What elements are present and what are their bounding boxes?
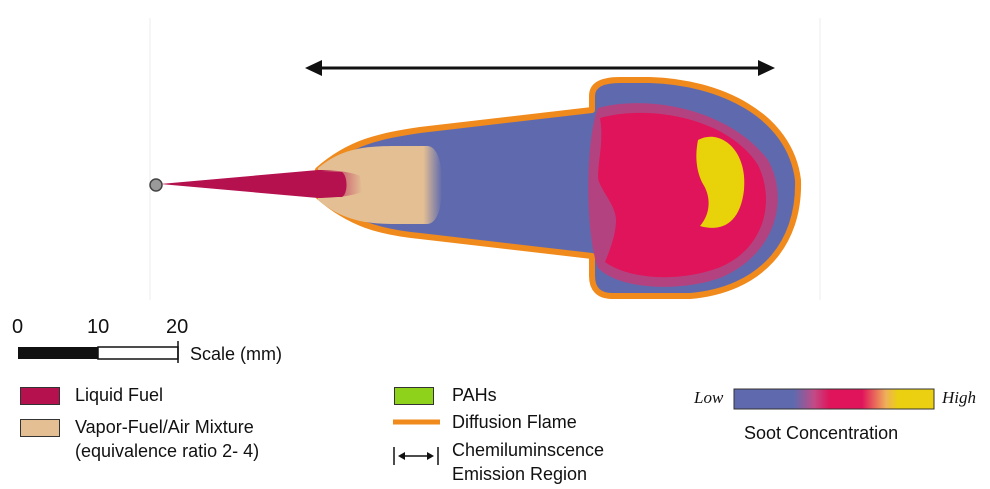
injector-nozzle xyxy=(150,179,162,191)
liquid-fuel-swatch xyxy=(20,387,60,405)
vapor-fuel-sublabel: (equivalence ratio 2- 4) xyxy=(75,441,259,462)
vapor-fuel-swatch xyxy=(20,419,60,437)
chemiluminescence-sublabel: Emission Region xyxy=(452,464,587,485)
liquid-fuel-core xyxy=(318,172,347,197)
chemiluminescence-arrow xyxy=(305,60,775,76)
soot-low-label: Low xyxy=(694,388,723,408)
scale-tick-0: 0 xyxy=(12,316,23,339)
scale-tick-20: 20 xyxy=(166,316,188,339)
soot-high-label: High xyxy=(942,388,976,408)
vapor-fuel-label: Vapor-Fuel/Air Mixture xyxy=(75,417,254,438)
soot-concentration-caption: Soot Concentration xyxy=(744,423,898,444)
scale-label: Scale (mm) xyxy=(190,344,282,365)
soot-concentration-bar xyxy=(734,389,934,409)
pahs-swatch xyxy=(394,387,434,405)
liquid-fuel-label: Liquid Fuel xyxy=(75,385,163,406)
scale-bar xyxy=(18,341,178,363)
chemiluminescence-label: Chemiluminscence xyxy=(452,440,604,461)
chemiluminescence-sample-icon xyxy=(394,447,438,465)
diffusion-flame-label: Diffusion Flame xyxy=(452,412,577,433)
scale-tick-10: 10 xyxy=(87,316,109,339)
pahs-label: PAHs xyxy=(452,385,497,406)
